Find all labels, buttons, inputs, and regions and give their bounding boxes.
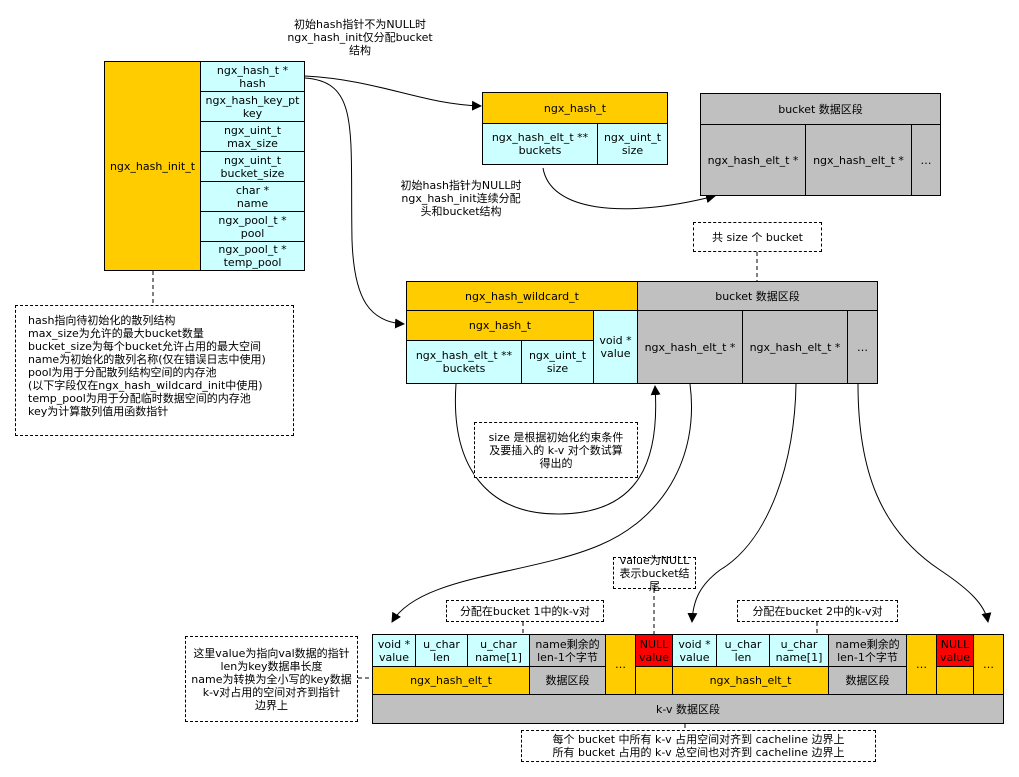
kv1-null-pad <box>635 666 673 695</box>
kv2-name: u_char name[1] <box>769 634 829 667</box>
kv-description-note: 这里value为指向val数据的指针 len为key数据串长度 name为转换为… <box>185 636 358 722</box>
kv1-elt: ngx_hash_elt_t <box>372 666 530 695</box>
wildcard-hash-title: ngx_hash_t <box>406 310 594 341</box>
bucket-top-cell-1: ngx_hash_elt_t * <box>700 124 806 196</box>
kv1-name: u_char name[1] <box>467 634 530 667</box>
kv2-elt: ngx_hash_elt_t <box>672 666 829 695</box>
kv-tail-dots: … <box>973 634 1004 695</box>
mid-note-label: 初始hash指针为NULL时 ngx_hash_init连续分配 头和bucke… <box>400 179 522 218</box>
wildcard-bucket-cell-dots: … <box>847 310 878 384</box>
hash-init-field-bucket-size: ngx_uint_t bucket_size <box>200 151 305 182</box>
wildcard-bucket-title: bucket 数据区段 <box>637 281 878 311</box>
hash-top-title: ngx_hash_t <box>482 92 668 124</box>
kv2-null-pad <box>936 666 974 695</box>
size-note: 共 size 个 bucket <box>693 222 822 252</box>
arrow-hash-to-ngx-hash <box>304 75 482 111</box>
top-note-label: 初始hash指针不为NULL时 ngx_hash_init仅分配bucket 结… <box>287 18 433 57</box>
wildcard-bucket-cell-1: ngx_hash_elt_t * <box>637 310 743 384</box>
loop-buckets-to-value <box>454 383 661 515</box>
kv1-rest: name剩余的 len-1个字节 <box>529 634 606 667</box>
cacheline-note: 每个 bucket 中所有 k-v 占用空间对齐到 cacheline 边界上 … <box>521 730 876 762</box>
bucket1-kv-note: 分配在bucket 1中的k-v对 <box>446 600 604 622</box>
arrow-dots-to-kv <box>857 383 992 623</box>
wildcard-value: void * value <box>593 310 638 384</box>
arrow-hash-to-wildcard <box>304 77 405 329</box>
arrow-bucket2-to-kv <box>687 383 797 623</box>
wildcard-bucket-cell-2: ngx_hash_elt_t * <box>742 310 848 384</box>
hash-init-title: ngx_hash_init_t <box>104 61 201 271</box>
hash-init-field-hash: ngx_hash_t * hash <box>200 61 305 92</box>
kv2-null-value: NULL value <box>936 634 974 667</box>
kv2-dots: … <box>906 634 937 695</box>
arrow-bucket1-to-kv <box>391 383 692 623</box>
fields-description-note: hash指向待初始化的散列结构 max_size为允许的最大bucket数量 b… <box>15 305 294 436</box>
wildcard-buckets: ngx_hash_elt_t ** buckets <box>406 340 522 384</box>
hash-top-size: ngx_uint_t size <box>597 123 668 165</box>
hash-init-field-key: ngx_hash_key_pt key <box>200 91 305 122</box>
null-value-note: value为NULL 表示bucket结尾 <box>613 554 696 593</box>
hash-init-field-pool: ngx_pool_t * pool <box>200 211 305 242</box>
kv2-value: void * value <box>672 634 717 667</box>
bucket-top-cell-dots: … <box>911 124 941 196</box>
size-calc-note: size 是根据初始化约束条件 及要插入的 k-v 对个数试算 得出的 <box>474 422 638 478</box>
kv2-len: u_char len <box>716 634 770 667</box>
bucket2-kv-note: 分配在bucket 2中的k-v对 <box>737 600 898 622</box>
bucket-top-cell-2: ngx_hash_elt_t * <box>805 124 912 196</box>
kv1-dots: … <box>605 634 636 695</box>
bucket-top-title: bucket 数据区段 <box>700 93 941 125</box>
wildcard-title: ngx_hash_wildcard_t <box>406 281 638 311</box>
kv1-value: void * value <box>372 634 416 667</box>
kv2-rest: name剩余的 len-1个字节 <box>828 634 907 667</box>
kv2-data: 数据区段 <box>828 666 907 695</box>
arrow-buckets-to-bucket-section <box>542 167 716 210</box>
kv1-data: 数据区段 <box>529 666 606 695</box>
kv1-len: u_char len <box>415 634 468 667</box>
wildcard-size: ngx_uint_t size <box>521 340 594 384</box>
kv-section: k-v 数据区段 <box>372 694 1004 724</box>
hash-init-field-max-size: ngx_uint_t max_size <box>200 121 305 152</box>
hash-top-buckets: ngx_hash_elt_t ** buckets <box>482 123 598 165</box>
kv1-null-value: NULL value <box>635 634 673 667</box>
hash-init-field-name: char * name <box>200 181 305 212</box>
hash-init-field-temp-pool: ngx_pool_t * temp_pool <box>200 241 305 271</box>
